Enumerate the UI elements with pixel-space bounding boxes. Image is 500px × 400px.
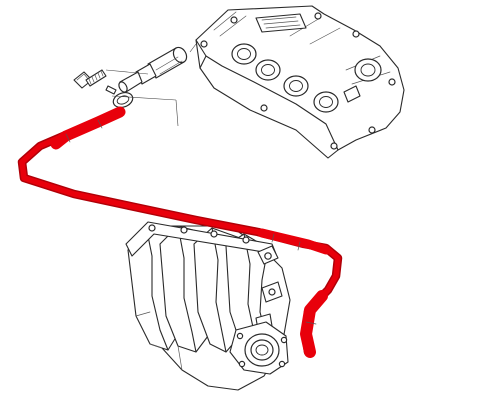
leader-lines (105, 43, 197, 127)
hose-upper-sleeve (50, 106, 126, 150)
hose-mid-sleeve (257, 228, 331, 255)
oil-filler-cap (354, 58, 382, 82)
intake-manifold (125, 221, 291, 391)
breather-hose-highlighted (17, 106, 343, 358)
throttle-body (229, 321, 289, 375)
spark-plug-wells (231, 43, 339, 113)
pcv-valve (118, 46, 188, 93)
cover-nameplate (255, 13, 307, 33)
cover-bolts (200, 12, 396, 150)
cylinder-head-cover (195, 5, 405, 159)
mounting-bolt (73, 69, 107, 89)
hose-lower-sleeve (300, 290, 328, 358)
